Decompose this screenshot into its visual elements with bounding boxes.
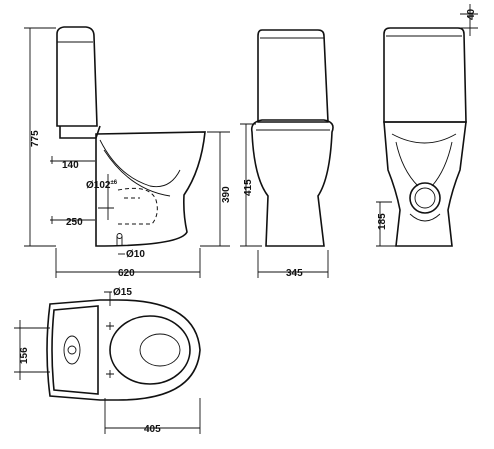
rear-view: 40 185 xyxy=(376,4,478,247)
dim-102-label: Ø102±6 xyxy=(86,180,118,191)
top-seat xyxy=(109,315,191,385)
side-view: 775 140 Ø102±6 250 Ø10 390 620 xyxy=(24,26,232,279)
front-bowl xyxy=(250,119,334,247)
top-tank xyxy=(51,305,99,395)
dim-156-label: 156 xyxy=(19,347,30,364)
dim-390-label: 390 xyxy=(221,186,232,203)
front-view: 415 345 xyxy=(240,29,334,279)
dim-620-label: 620 xyxy=(118,268,135,279)
side-bowl xyxy=(95,131,206,247)
dim-345-label: 345 xyxy=(286,268,303,279)
dim-250-label: 250 xyxy=(66,217,83,228)
dim-140-label: 140 xyxy=(62,160,79,171)
dim-775-label: 775 xyxy=(30,130,41,147)
dim-405-label: 405 xyxy=(144,424,161,435)
top-outline xyxy=(46,299,201,401)
dim-10-label: Ø10 xyxy=(126,249,145,260)
dim-415-label: 415 xyxy=(243,179,254,196)
rear-bowl xyxy=(383,121,467,247)
dim-15-label: Ø15 xyxy=(113,287,132,298)
dim-40-label: 40 xyxy=(466,8,477,20)
top-view: Ø15 156 405 xyxy=(14,287,201,435)
rear-tank xyxy=(383,27,467,123)
rear-outlet xyxy=(409,182,441,214)
front-tank xyxy=(257,29,329,123)
side-tank xyxy=(56,26,98,127)
dim-185-label: 185 xyxy=(377,213,388,230)
